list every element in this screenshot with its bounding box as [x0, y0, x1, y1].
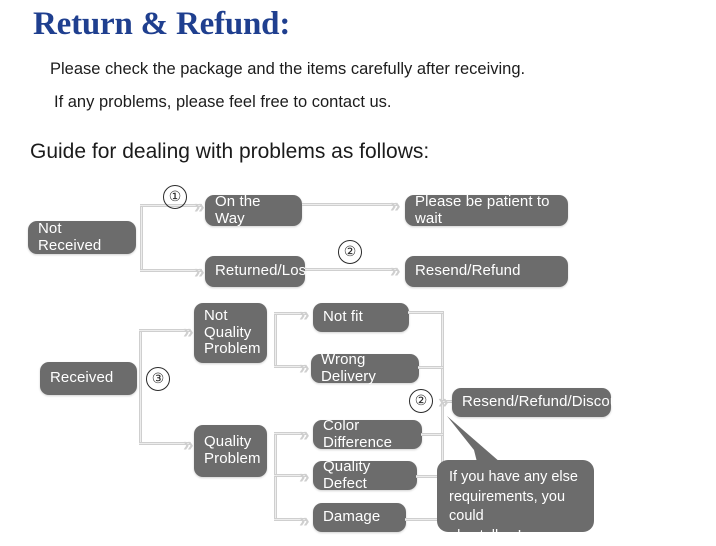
connector-received-bottom: [139, 442, 190, 445]
connector-received-top: [139, 329, 190, 332]
node-received[interactable]: Received: [40, 362, 137, 395]
node-resend-refund-discount[interactable]: Resend/Refund/Discount: [452, 388, 631, 417]
arrow-to-on-the-way: »: [194, 197, 205, 218]
page-title: Return & Refund:: [33, 6, 291, 42]
connector-not-received-vertical: [140, 204, 143, 272]
arrow-to-please-wait: »: [390, 196, 401, 217]
node-not-received[interactable]: Not Received: [28, 220, 136, 254]
node-returned-lost[interactable]: Returned/Lost: [205, 256, 310, 287]
connector-collector-bus: [441, 311, 444, 527]
node-wrong-delivery[interactable]: Wrong Delivery: [311, 351, 419, 384]
node-resend-refund[interactable]: Resend/Refund: [405, 256, 568, 287]
arrow-to-wrong-delivery: »: [299, 358, 310, 379]
node-damage[interactable]: Damage: [313, 503, 406, 532]
arrow-to-quality-defect: »: [299, 467, 310, 488]
connector-stub-damage: [405, 518, 443, 521]
arrow-to-not-fit: »: [299, 305, 310, 326]
node-quality-problem[interactable]: Quality Problem: [194, 425, 267, 477]
connector-qp-to-quality-defect: [274, 474, 306, 477]
connector-returned-lost-right: [305, 268, 397, 271]
connector-stub-not-fit: [408, 311, 443, 314]
connector-on-the-way-right: [302, 203, 397, 206]
connector-qp-to-damage: [274, 518, 306, 521]
arrow-to-color-difference: »: [299, 425, 310, 446]
node-color-difference[interactable]: Color Difference: [313, 417, 422, 450]
guide-heading: Guide for dealing with problems as follo…: [30, 140, 430, 163]
intro-line-1: Please check the package and the items c…: [50, 60, 526, 78]
arrow-to-returned-lost: »: [194, 262, 205, 283]
node-please-be-patient-to-wait[interactable]: Please be patient to wait: [405, 193, 568, 226]
connector-nqp-to-not-fit: [274, 312, 306, 315]
connector-not-received-bottom: [140, 269, 202, 272]
arrow-to-resend-refund-discount: »: [438, 392, 449, 413]
arrow-to-resend-refund: »: [390, 261, 401, 282]
node-quality-defect[interactable]: Quality Defect: [313, 458, 417, 491]
arrow-to-quality-problem: »: [183, 435, 194, 456]
connector-nqp-vertical: [274, 312, 277, 368]
arrow-to-not-quality-problem: »: [183, 322, 194, 343]
node-not-quality-problem[interactable]: Not Quality Problem: [194, 303, 267, 363]
node-on-the-way[interactable]: On the Way: [205, 193, 302, 226]
connector-stub-wrong-delivery: [418, 366, 443, 369]
connector-received-vertical: [139, 329, 142, 445]
marker-three: ③: [146, 367, 170, 391]
connector-bus-to-outcome: [441, 400, 453, 403]
marker-one: ①: [163, 185, 187, 209]
marker-two-top: ②: [338, 240, 362, 264]
node-not-fit[interactable]: Not fit: [313, 303, 409, 332]
connector-qp-to-color-difference: [274, 432, 306, 435]
connector-stub-color-difference: [421, 433, 443, 436]
intro-line-2: If any problems, please feel free to con…: [54, 93, 392, 111]
marker-two-bottom: ②: [409, 389, 433, 413]
speech-bubble: If you have any else requirements, you c…: [437, 460, 594, 544]
arrow-to-damage: »: [299, 511, 310, 532]
connector-nqp-to-wrong-delivery: [274, 365, 306, 368]
connector-stub-quality-defect: [416, 475, 443, 478]
